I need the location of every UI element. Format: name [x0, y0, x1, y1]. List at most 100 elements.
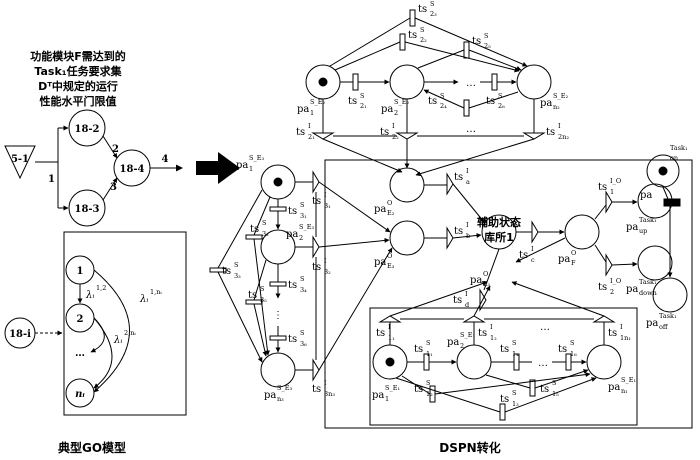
- label-sup: S: [300, 275, 304, 283]
- label-ts: ts: [540, 384, 549, 395]
- go-arc-1-n: [93, 269, 130, 393]
- trans-ts-s25: [463, 41, 470, 59]
- go-rate-12: λᵢ: [85, 290, 94, 301]
- arc: [253, 303, 268, 357]
- place-e3-staten: [260, 352, 296, 388]
- label-sub: 3₃: [234, 272, 241, 280]
- arc: [414, 17, 528, 67]
- label-sup: I_O: [610, 177, 621, 185]
- label-sup: S: [426, 379, 430, 387]
- trans-ts-i3n: [312, 358, 320, 382]
- trans-ts-s13: [499, 403, 506, 421]
- label-sup: I: [324, 379, 327, 387]
- arc: [417, 49, 465, 69]
- trans-ts-ia: [446, 172, 454, 196]
- aux-place-label-line1: 辅助状态: [477, 215, 521, 229]
- arc: [515, 237, 566, 263]
- label-sub: 2: [394, 109, 398, 117]
- label-sup: S: [552, 379, 556, 387]
- arc: [395, 377, 501, 413]
- arc: [611, 261, 638, 267]
- label-sup: S: [300, 201, 304, 209]
- label-sup: S: [512, 339, 516, 347]
- label-sub: 2: [299, 234, 303, 242]
- go-state-n: [65, 378, 95, 408]
- label-ts: ts: [348, 96, 357, 107]
- token: [658, 166, 668, 176]
- label-pa: pa: [608, 382, 620, 393]
- label-sup: Task₁: [639, 216, 657, 224]
- label-sub: E₃: [387, 262, 395, 270]
- go-model: 5-1 1 18-2 18-3 18-4 2 3 4 18-i 1 2 … nᵢ: [4, 109, 187, 416]
- arc: [404, 41, 520, 73]
- label-sub: 1₄: [512, 350, 519, 358]
- label-sup: S: [260, 285, 264, 293]
- label-sub: 1n₁: [620, 334, 631, 342]
- label-ts: ts: [454, 172, 463, 183]
- trans-ts-o2: [605, 253, 613, 277]
- go-state-dots: …: [75, 348, 85, 359]
- e3-i-vdots: ⋮: [311, 310, 321, 321]
- label-sup: Task₁: [639, 278, 657, 286]
- trans-ts-i22: [395, 132, 419, 140]
- label-sup: I: [466, 167, 469, 175]
- go-signal-3: 3: [110, 182, 117, 193]
- label-sup: O: [387, 252, 392, 260]
- label-sup: O: [387, 199, 392, 207]
- dspn-e1-box: [369, 307, 638, 426]
- label-ts: ts: [250, 224, 259, 235]
- arc: [594, 204, 607, 220]
- dspn-outer-box: [324, 159, 693, 429]
- label-sub: 2₄: [440, 102, 447, 110]
- e3-vdots: ⋮: [273, 310, 283, 321]
- label-sub: 1₂: [490, 334, 497, 342]
- arc: [318, 247, 393, 371]
- label-sup: I: [490, 323, 493, 331]
- label-ts: ts: [500, 344, 509, 355]
- label-sub: F: [571, 259, 576, 267]
- arc: [473, 285, 491, 317]
- label-sub: 2₂: [392, 133, 399, 141]
- trans-ts-i21: [311, 132, 335, 140]
- label-ts: ts: [486, 96, 495, 107]
- label-sup: I: [388, 323, 391, 331]
- go-rate-12-sup: 1,2: [96, 284, 106, 292]
- transform-arrow-icon: [196, 152, 240, 184]
- label-sub: 3₆: [300, 340, 307, 348]
- go-state-1-label: 1: [77, 266, 84, 277]
- label-sup: S: [430, 0, 434, 8]
- label-ts: ts: [312, 196, 321, 207]
- go-rate-2n: λᵢ: [113, 335, 122, 346]
- go-state-box: [63, 231, 187, 416]
- label-sub: 1₁: [388, 334, 395, 342]
- label-sub: E₂: [387, 209, 395, 217]
- arc: [434, 372, 591, 395]
- trans-ts-s15: [529, 379, 536, 397]
- trans-ts-ib: [446, 226, 454, 250]
- label-sub: 2₆: [498, 102, 505, 110]
- arc: [334, 41, 401, 71]
- go-edge: [102, 177, 118, 201]
- label-sub: 3₁: [324, 202, 331, 210]
- arc: [468, 91, 519, 109]
- label-ts: ts: [414, 384, 423, 395]
- trans-ts-s31: [269, 206, 287, 212]
- label-sup: I: [620, 323, 623, 331]
- label-sup: S_E₁: [621, 376, 636, 384]
- label-sub: 2: [610, 288, 614, 296]
- label-pa: pa: [646, 318, 658, 329]
- label-sub: 1₆: [570, 350, 577, 358]
- label-sup: S_E₂: [310, 98, 325, 106]
- trans-ts-ic: [531, 220, 539, 244]
- go-node-5-1-label: 5-1: [11, 154, 29, 165]
- arc: [217, 271, 263, 363]
- trans-ts-i1n: [592, 315, 616, 323]
- label-sub: 2n₂: [558, 133, 569, 141]
- label-sup: S_E₃: [249, 154, 264, 162]
- e1-ellipsis: …: [538, 358, 548, 369]
- label-sub: 3₂: [262, 230, 269, 238]
- label-sup: S_E₁: [385, 384, 400, 392]
- label-sup: O: [571, 249, 576, 257]
- go-node-5-1-triangle: [4, 145, 36, 180]
